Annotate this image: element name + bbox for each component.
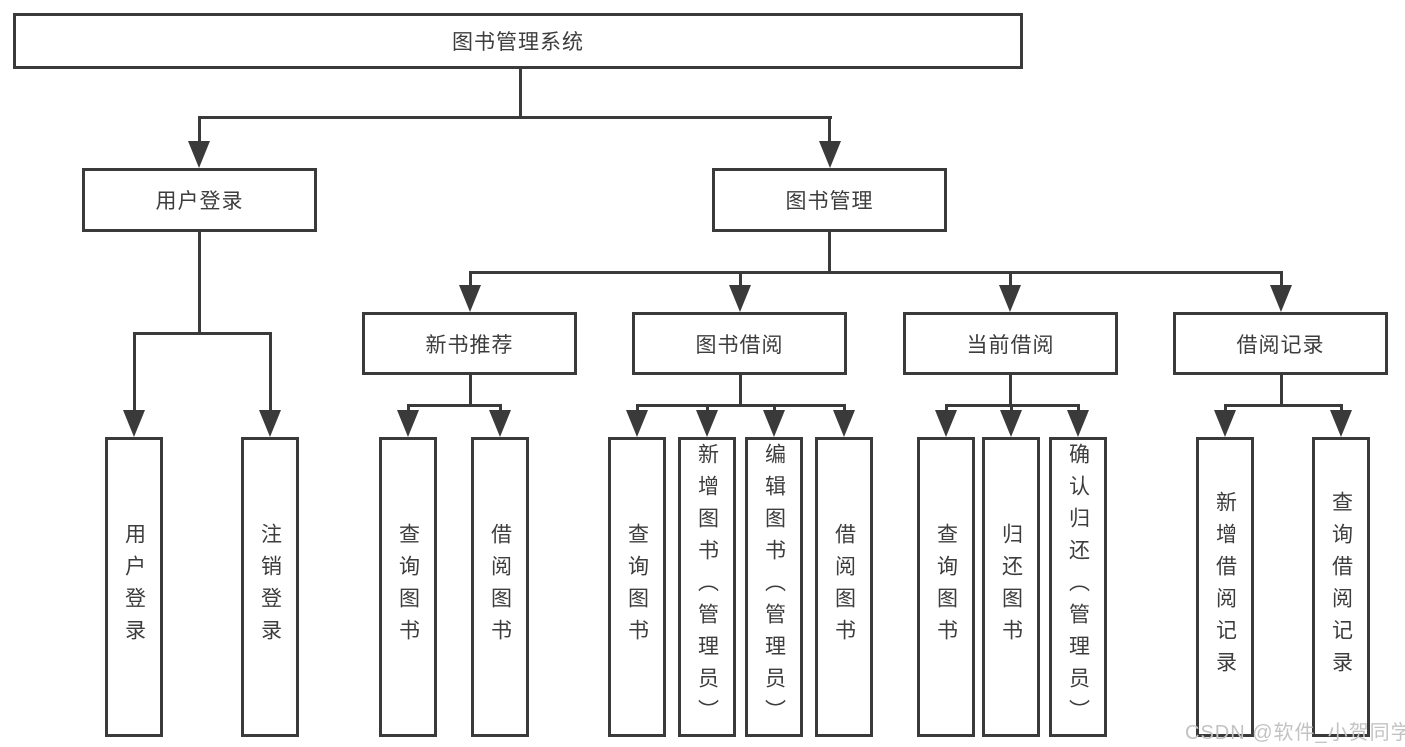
connector-line <box>198 116 832 119</box>
leaf-borrow-books: 借阅图书 <box>815 437 873 737</box>
leaf-query-borrow-record: 查询借阅记录 <box>1312 437 1370 737</box>
arrow-down-icon <box>999 285 1021 312</box>
leaf-user-login-label: 用户登录 <box>122 523 146 651</box>
leaf-query-books-recommend-label: 查询图书 <box>396 523 420 651</box>
connector-line <box>469 374 472 407</box>
leaf-borrow-books-label: 借阅图书 <box>832 523 856 651</box>
node-user-login: 用户登录 <box>82 168 317 232</box>
connector-line <box>706 404 709 414</box>
connector-line <box>1009 271 1012 289</box>
connector-line <box>407 404 410 414</box>
connector-line <box>636 404 846 407</box>
connector-line <box>828 116 831 144</box>
leaf-query-books-current: 查询图书 <box>917 437 975 737</box>
leaf-logout-login-label: 注销登录 <box>258 523 282 651</box>
connector-line <box>133 332 272 335</box>
leaf-edit-books-admin-label: 编辑图书（管理员） <box>762 443 786 731</box>
leaf-query-borrow-record-label: 查询借阅记录 <box>1329 491 1353 683</box>
leaf-add-books-admin-label: 新增图书（管理员） <box>695 443 719 731</box>
arrow-down-icon <box>1000 410 1022 437</box>
leaf-borrow-books-recommend: 借阅图书 <box>471 437 529 737</box>
leaf-add-borrow-record: 新增借阅记录 <box>1196 437 1254 737</box>
connector-line <box>843 404 846 414</box>
arrow-down-icon <box>123 410 145 437</box>
node-new-book-recommend-label: 新书推荐 <box>425 333 514 357</box>
leaf-add-borrow-record-label: 新增借阅记录 <box>1213 491 1237 683</box>
arrow-down-icon <box>489 410 511 437</box>
connector-line <box>1009 374 1012 407</box>
node-book-management-label: 图书管理 <box>785 190 874 213</box>
node-root: 图书管理系统 <box>13 13 1023 69</box>
connector-line <box>1010 404 1013 414</box>
leaf-return-books-label: 归还图书 <box>999 523 1023 651</box>
arrow-down-icon <box>1270 285 1292 312</box>
leaf-add-books-admin: 新增图书（管理员） <box>678 437 736 737</box>
arrow-down-icon <box>1330 410 1352 437</box>
connector-line <box>1224 404 1343 407</box>
connector-line <box>407 404 502 407</box>
leaf-query-books-recommend: 查询图书 <box>379 437 437 737</box>
leaf-logout-login: 注销登录 <box>241 437 299 737</box>
arrow-down-icon <box>397 410 419 437</box>
node-current-borrowing-label: 当前借阅 <box>966 333 1055 357</box>
connector-line <box>739 271 742 289</box>
arrow-down-icon <box>1214 410 1236 437</box>
leaf-user-login: 用户登录 <box>105 437 163 737</box>
arrow-down-icon <box>459 285 481 312</box>
arrow-down-icon <box>696 410 718 437</box>
arrow-down-icon <box>763 410 785 437</box>
node-book-management: 图书管理 <box>712 168 947 232</box>
leaf-borrow-books-recommend-label: 借阅图书 <box>488 523 512 651</box>
arrow-down-icon <box>729 285 751 312</box>
connector-line <box>1340 404 1343 414</box>
connector-line <box>828 232 831 274</box>
arrow-down-icon <box>935 410 957 437</box>
connector-line <box>739 374 742 407</box>
arrow-down-icon <box>188 141 210 168</box>
connector-line <box>133 332 136 412</box>
node-book-borrowing-label: 图书借阅 <box>695 333 784 357</box>
arrow-down-icon <box>259 410 281 437</box>
node-current-borrowing: 当前借阅 <box>903 312 1118 375</box>
arrow-down-icon <box>1067 410 1089 437</box>
leaf-query-books-borrowing: 查询图书 <box>608 437 666 737</box>
node-borrowing-records-label: 借阅记录 <box>1236 333 1325 357</box>
connector-line <box>469 271 1283 274</box>
connector-line <box>519 68 522 118</box>
leaf-confirm-return-admin: 确认归还（管理员） <box>1049 437 1107 737</box>
connector-line <box>1280 374 1283 407</box>
leaf-return-books: 归还图书 <box>982 437 1040 737</box>
arrow-down-icon <box>626 410 648 437</box>
connector-line <box>499 404 502 414</box>
node-new-book-recommend: 新书推荐 <box>362 312 577 375</box>
connector-line <box>469 271 472 289</box>
connector-line <box>198 232 201 335</box>
connector-line <box>636 404 639 414</box>
connector-line <box>1077 404 1080 414</box>
watermark: CSDN @软件_小贺同学 <box>1185 722 1405 744</box>
node-user-login-label: 用户登录 <box>155 190 244 213</box>
node-book-borrowing: 图书借阅 <box>632 312 847 375</box>
leaf-edit-books-admin: 编辑图书（管理员） <box>745 437 803 737</box>
arrow-down-icon <box>819 141 841 168</box>
leaf-query-books-current-label: 查询图书 <box>934 523 958 651</box>
connector-line <box>198 116 201 144</box>
connector-line <box>1224 404 1227 414</box>
arrow-down-icon <box>833 410 855 437</box>
leaf-confirm-return-admin-label: 确认归还（管理员） <box>1066 443 1090 731</box>
node-root-label: 图书管理系统 <box>452 31 584 54</box>
leaf-query-books-borrowing-label: 查询图书 <box>625 523 649 651</box>
node-borrowing-records: 借阅记录 <box>1173 312 1388 375</box>
connector-line <box>773 404 776 414</box>
connector-line <box>269 332 272 412</box>
connector-line <box>1280 271 1283 289</box>
connector-line <box>945 404 948 414</box>
